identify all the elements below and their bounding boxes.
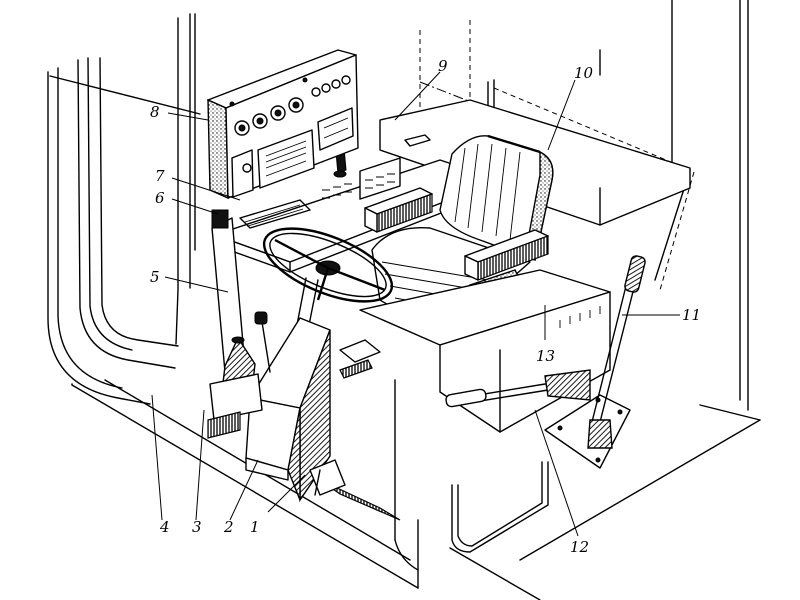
gauge-row-left: [234, 97, 304, 136]
instrument-panel: [207, 49, 359, 200]
callout-12: 12: [570, 538, 589, 556]
callout-13: 13: [536, 347, 555, 365]
callout-8: 8: [150, 103, 160, 121]
callout-1: 1: [250, 518, 260, 536]
gear-levers: [445, 255, 646, 469]
callout-2: 2: [223, 518, 234, 536]
callout-labels: 8 7 6 5 9 10 11 13 12 1 2 3 4: [150, 57, 701, 556]
callout-10: 10: [574, 64, 594, 82]
gauge-row-right: [311, 75, 351, 97]
steering-column: [245, 277, 331, 503]
callout-9: 9: [438, 57, 448, 75]
leader-lines: [151, 71, 680, 537]
callout-3: 3: [192, 518, 202, 536]
callout-5: 5: [150, 268, 160, 286]
left-levers: [207, 209, 381, 439]
steering-wheel: [262, 227, 394, 303]
callout-11: 11: [682, 306, 701, 324]
switch-cluster-right: [322, 157, 401, 200]
cab-frame: [47, 0, 761, 600]
callout-6: 6: [155, 189, 165, 207]
callout-4: 4: [159, 518, 170, 536]
callout-7: 7: [155, 167, 165, 185]
floor-pedals: [309, 459, 401, 521]
